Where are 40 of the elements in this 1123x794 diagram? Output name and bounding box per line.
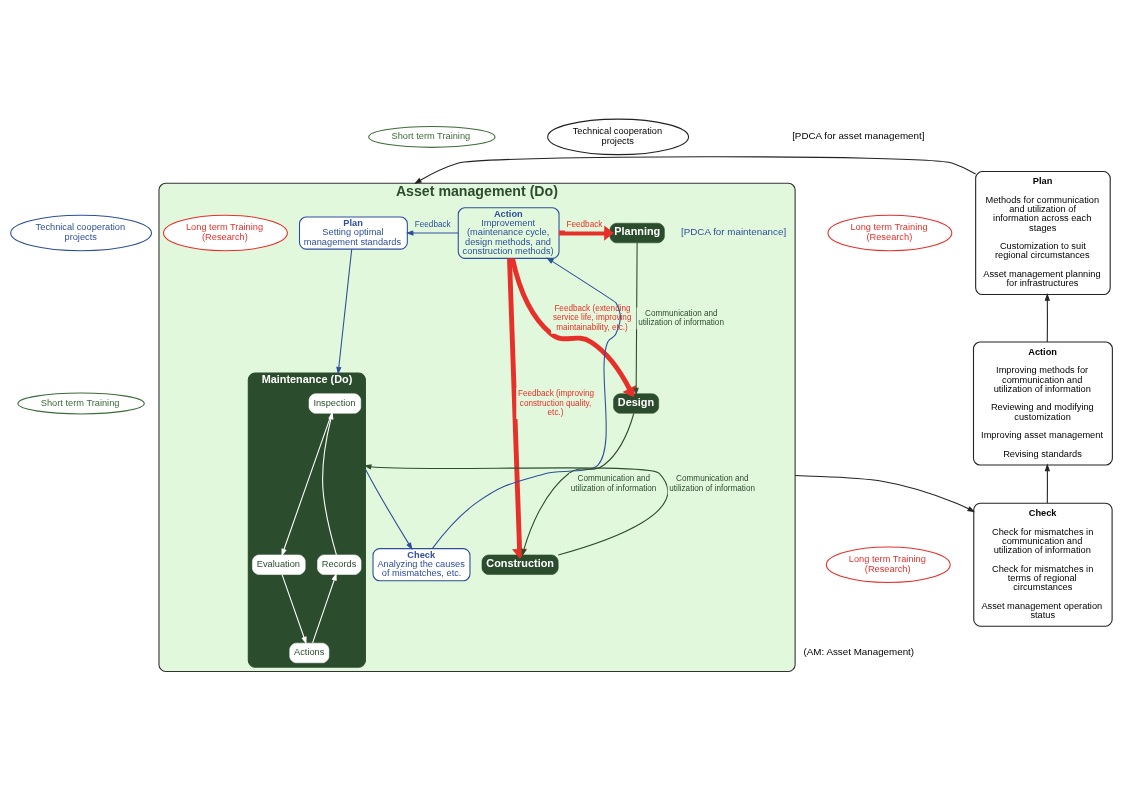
node-box: Actions xyxy=(289,642,330,663)
node-box: Construction xyxy=(481,554,559,575)
node-box: Action Improving methods for communication and utilization of information Reviewing and modifying customization Improving asset management Revising standards xyxy=(972,340,1113,466)
node-box: Check Analyzing the causes of mismatches, etc. xyxy=(372,547,471,581)
node-ellipse: Long term Training (Research) xyxy=(827,214,953,251)
arrow xyxy=(559,224,614,241)
node-ellipse: Technical cooperation projects xyxy=(10,214,153,251)
arrow xyxy=(633,241,639,395)
label: [PDCA for asset management] xyxy=(792,129,925,141)
label: [PDCA for maintenance] xyxy=(681,225,787,237)
node-box: Action Improvement (maintenance cycle, design methods, and construction methods) xyxy=(457,206,560,259)
node-ellipse: Short term Training xyxy=(17,392,145,414)
arrow xyxy=(312,572,337,643)
arrow xyxy=(431,257,621,549)
node-box: Plan Methods for communication and utilization of information across each stages Customization to suit regional circumstances Asset management planning for infrastructures xyxy=(975,170,1111,295)
node-box: Evaluation xyxy=(252,554,306,575)
label: (AM: Asset Management) xyxy=(803,645,915,657)
arrow xyxy=(363,463,669,555)
arrow xyxy=(281,412,333,556)
node-box: Inspection xyxy=(308,392,362,414)
arrow xyxy=(322,411,337,555)
node-box: Design xyxy=(613,392,659,414)
node-box: Records xyxy=(317,554,362,575)
node-ellipse: Technical cooperation projects xyxy=(547,118,690,155)
arrow xyxy=(1044,292,1050,342)
arrow xyxy=(794,474,976,512)
arrow xyxy=(405,229,459,236)
arrow xyxy=(364,468,413,550)
arrow xyxy=(414,155,977,184)
node-box: Check Check for mismatches in communication and utilization of information Check for mismatches in terms of regional circumstances Asset management operation status xyxy=(973,502,1113,627)
node-ellipse: Long term Training (Research) xyxy=(825,545,951,583)
arrow xyxy=(281,573,307,644)
node-ellipse: Short term Training xyxy=(368,125,496,148)
arrow xyxy=(336,248,353,375)
node-box: Planning xyxy=(609,222,665,243)
arrow xyxy=(507,257,528,559)
node-ellipse: Long term Training (Research) xyxy=(162,214,288,251)
node-box: Plan Setting optimal management standards xyxy=(298,215,408,250)
arrow xyxy=(1044,463,1051,504)
arrow xyxy=(521,412,635,556)
